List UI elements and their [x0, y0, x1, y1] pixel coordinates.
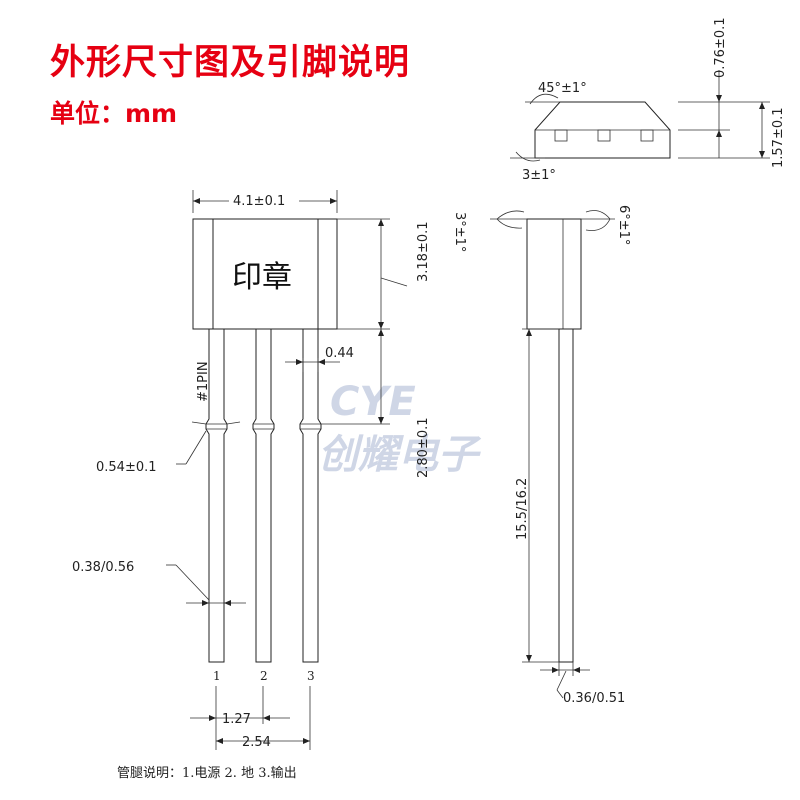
- watermark-logo: CYE: [330, 379, 416, 425]
- watermark: CYE 创耀电子: [318, 379, 482, 478]
- package-body: [192, 218, 338, 330]
- stamp-label: 印章: [232, 260, 292, 295]
- body-width-dimension: 4.1±0.1: [233, 194, 285, 209]
- pin-number-3: 3: [307, 669, 315, 683]
- watermark-company: 创耀电子: [318, 432, 482, 478]
- side-view: 3°±1° 6°±1° 15.5/16.2 0.36/0.51: [452, 205, 631, 706]
- pitch-dimension: 1.27: [222, 712, 251, 727]
- shoulder-width-dimension: 0.54±0.1: [96, 460, 157, 475]
- lead-width-dimension: 0.38/0.56: [72, 560, 134, 575]
- lead-spacing-dimension: 0.44: [325, 346, 354, 361]
- lead-2: [252, 329, 275, 663]
- top-thickness-dimension: 0.76±0.1: [713, 17, 728, 78]
- pin-number-2: 2: [260, 669, 268, 683]
- span-dimension: 2.54: [242, 735, 271, 750]
- side-body: [526, 218, 582, 330]
- body-height-dimension: 3.18±0.1: [416, 221, 431, 282]
- side-angle-left: 3°±1°: [452, 212, 467, 252]
- unit-label: 单位：mm: [50, 99, 178, 128]
- top-view: 45°±1° 3±1° 0.76±0.1 1.57±0.1: [510, 17, 786, 183]
- lead-length-dimension: 15.5/16.2: [515, 478, 530, 540]
- side-lead: [558, 328, 574, 663]
- pin-number-1: 1: [213, 669, 221, 683]
- pin1-label: #1PIN: [196, 361, 211, 402]
- base-angle: 3±1°: [522, 168, 556, 183]
- lead-3: [299, 329, 322, 663]
- side-angle-right: 6°±1°: [616, 205, 631, 245]
- front-view: 印章 #1PIN 4.1±0.1 3.18±0.1: [72, 190, 431, 750]
- pin-description: 管腿说明：1.电源 2. 地 3.输出: [117, 765, 297, 781]
- chamfer-angle: 45°±1°: [538, 81, 587, 96]
- shoulder-height-dimension: 2.80±0.1: [416, 417, 431, 478]
- lead-thickness-dimension: 0.36/0.51: [563, 691, 625, 706]
- total-thickness-dimension: 1.57±0.1: [771, 107, 786, 168]
- lead-1: [205, 329, 228, 663]
- page-title: 外形尺寸图及引脚说明: [50, 43, 411, 83]
